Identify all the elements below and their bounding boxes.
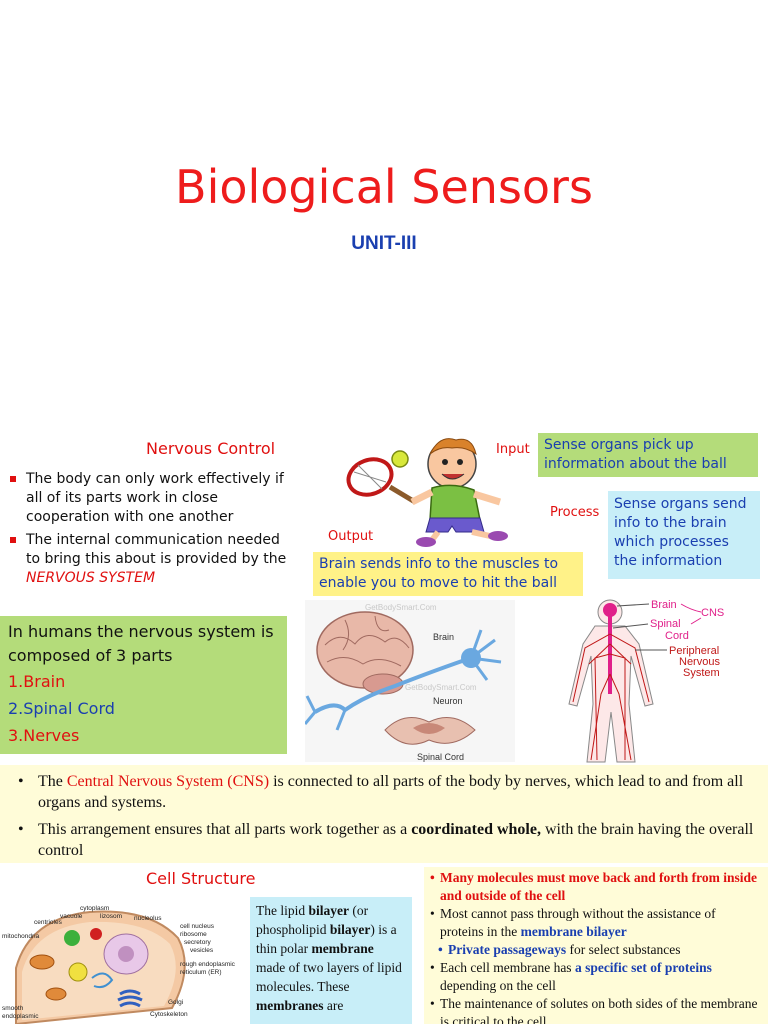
nervous-system-body-diagram: Brain CNS Spinal Cord Peripheral Nervous… xyxy=(568,599,724,763)
cell-label: Golgi xyxy=(168,999,183,1006)
body-system-label: System xyxy=(683,667,720,679)
cns-term: Central Nervous System (CNS) xyxy=(66,773,270,790)
cell-label: smooth xyxy=(2,1005,24,1012)
transport-bullet: •Each cell membrane has a specific set o… xyxy=(430,960,712,993)
transport-bullet: •Most cannot pass through without the as… xyxy=(430,906,716,939)
cell-label: ribosome xyxy=(180,931,207,938)
cell-label: centrioles xyxy=(34,919,63,926)
nervous-control-title: Nervous Control xyxy=(146,439,276,458)
bullet-dot-icon: • xyxy=(430,960,435,975)
cell-structure-diagram: cytoplasm vacuole lizosom centrioles nuc… xyxy=(2,905,236,1024)
watermark-text: GetBodySmart.Com xyxy=(365,603,437,612)
transport-bullet: •The maintenance of solutes on both side… xyxy=(430,996,758,1024)
tennis-boy-illustration xyxy=(346,438,508,547)
body-cns-label: CNS xyxy=(701,607,724,619)
membrane-transport-box: •Many molecules must move back and forth… xyxy=(424,867,768,1024)
bullet-dot-icon: • xyxy=(430,870,435,885)
bullet-square-icon xyxy=(10,537,16,543)
nervous-system-term: NERVOUS SYSTEM xyxy=(26,570,156,586)
bullet-dot-icon: • xyxy=(18,773,24,790)
body-brain-label: Brain xyxy=(651,599,677,611)
cell-label: cell nucleus xyxy=(180,923,215,930)
body-spinal-label: Spinal xyxy=(650,618,681,630)
cell-label: lizosom xyxy=(100,913,122,920)
cns-bullet: •This arrangement ensures that all parts… xyxy=(18,821,754,859)
process-box: Sense organs send info to the brain whic… xyxy=(608,491,760,579)
body-nervous-label: Nervous xyxy=(679,656,720,668)
bullet-dot-icon: • xyxy=(438,942,443,957)
output-box: Brain sends info to the muscles to enabl… xyxy=(313,552,583,596)
bullet-square-icon xyxy=(10,476,16,482)
cell-label: mitochondria xyxy=(2,933,40,940)
cell-label: secretory xyxy=(184,939,211,946)
cell-label: vacuole xyxy=(60,913,83,920)
bullet-dot-icon: • xyxy=(18,821,24,838)
output-label: Output xyxy=(328,529,374,544)
transport-sub-bullet: •Private passageways for select substanc… xyxy=(438,942,681,957)
transport-bullet: •Many molecules must move back and forth… xyxy=(430,870,757,903)
neuron-label: Neuron xyxy=(433,696,463,706)
cell-label: vesicles xyxy=(190,947,214,954)
slide-subtitle: UNIT-III xyxy=(351,233,417,254)
bullet-dot-icon: • xyxy=(430,906,435,921)
cns-summary-box: •The Central Nervous System (CNS) is con… xyxy=(0,765,768,863)
cell-label: Cytoskeleton xyxy=(150,1011,188,1018)
cell-structure-title: Cell Structure xyxy=(146,869,256,888)
part-brain: 1.Brain xyxy=(8,672,66,691)
cell-label: endoplasmic xyxy=(2,1013,39,1020)
cell-label: cytoplasm xyxy=(80,905,109,912)
bullet-dot-icon: • xyxy=(430,996,435,1011)
parts-box: In humans the nervous system is composed… xyxy=(0,616,287,754)
part-nerves: 3.Nerves xyxy=(8,726,80,745)
body-cord-label: Cord xyxy=(665,630,689,642)
nervous-control-bullets: The body can only work effectively if al… xyxy=(8,470,298,592)
input-box: Sense organs pick up information about t… xyxy=(538,433,758,477)
part-spinal-cord: 2.Spinal Cord xyxy=(8,699,115,718)
body-peripheral-label: Peripheral xyxy=(669,645,719,657)
bullet-item: The body can only work effectively if al… xyxy=(8,470,298,527)
bullet-item: The internal communication needed to bri… xyxy=(8,531,298,588)
parts-intro: In humans the nervous system is composed… xyxy=(8,622,274,665)
lipid-bilayer-box: The lipid bilayer (or phospholipid bilay… xyxy=(250,897,412,1024)
cell-label: nucleolus xyxy=(134,915,162,922)
input-label: Input xyxy=(496,442,530,457)
cns-bullet: •The Central Nervous System (CNS) is con… xyxy=(18,773,744,811)
cell-label: rough endoplasmic xyxy=(180,961,236,968)
coordinated-whole-term: coordinated whole, xyxy=(411,821,541,838)
process-label: Process xyxy=(550,505,600,520)
spinal-cord-label: Spinal Cord xyxy=(417,752,464,762)
cell-label: reticulum (ER) xyxy=(180,969,222,976)
slide-title: Biological Sensors xyxy=(175,160,593,214)
watermark-text: GetBodySmart.Com xyxy=(405,683,477,692)
brain-label: Brain xyxy=(433,632,454,642)
brain-neuron-diagram: GetBodySmart.Com GetBodySmart.Com Brain … xyxy=(305,600,515,762)
